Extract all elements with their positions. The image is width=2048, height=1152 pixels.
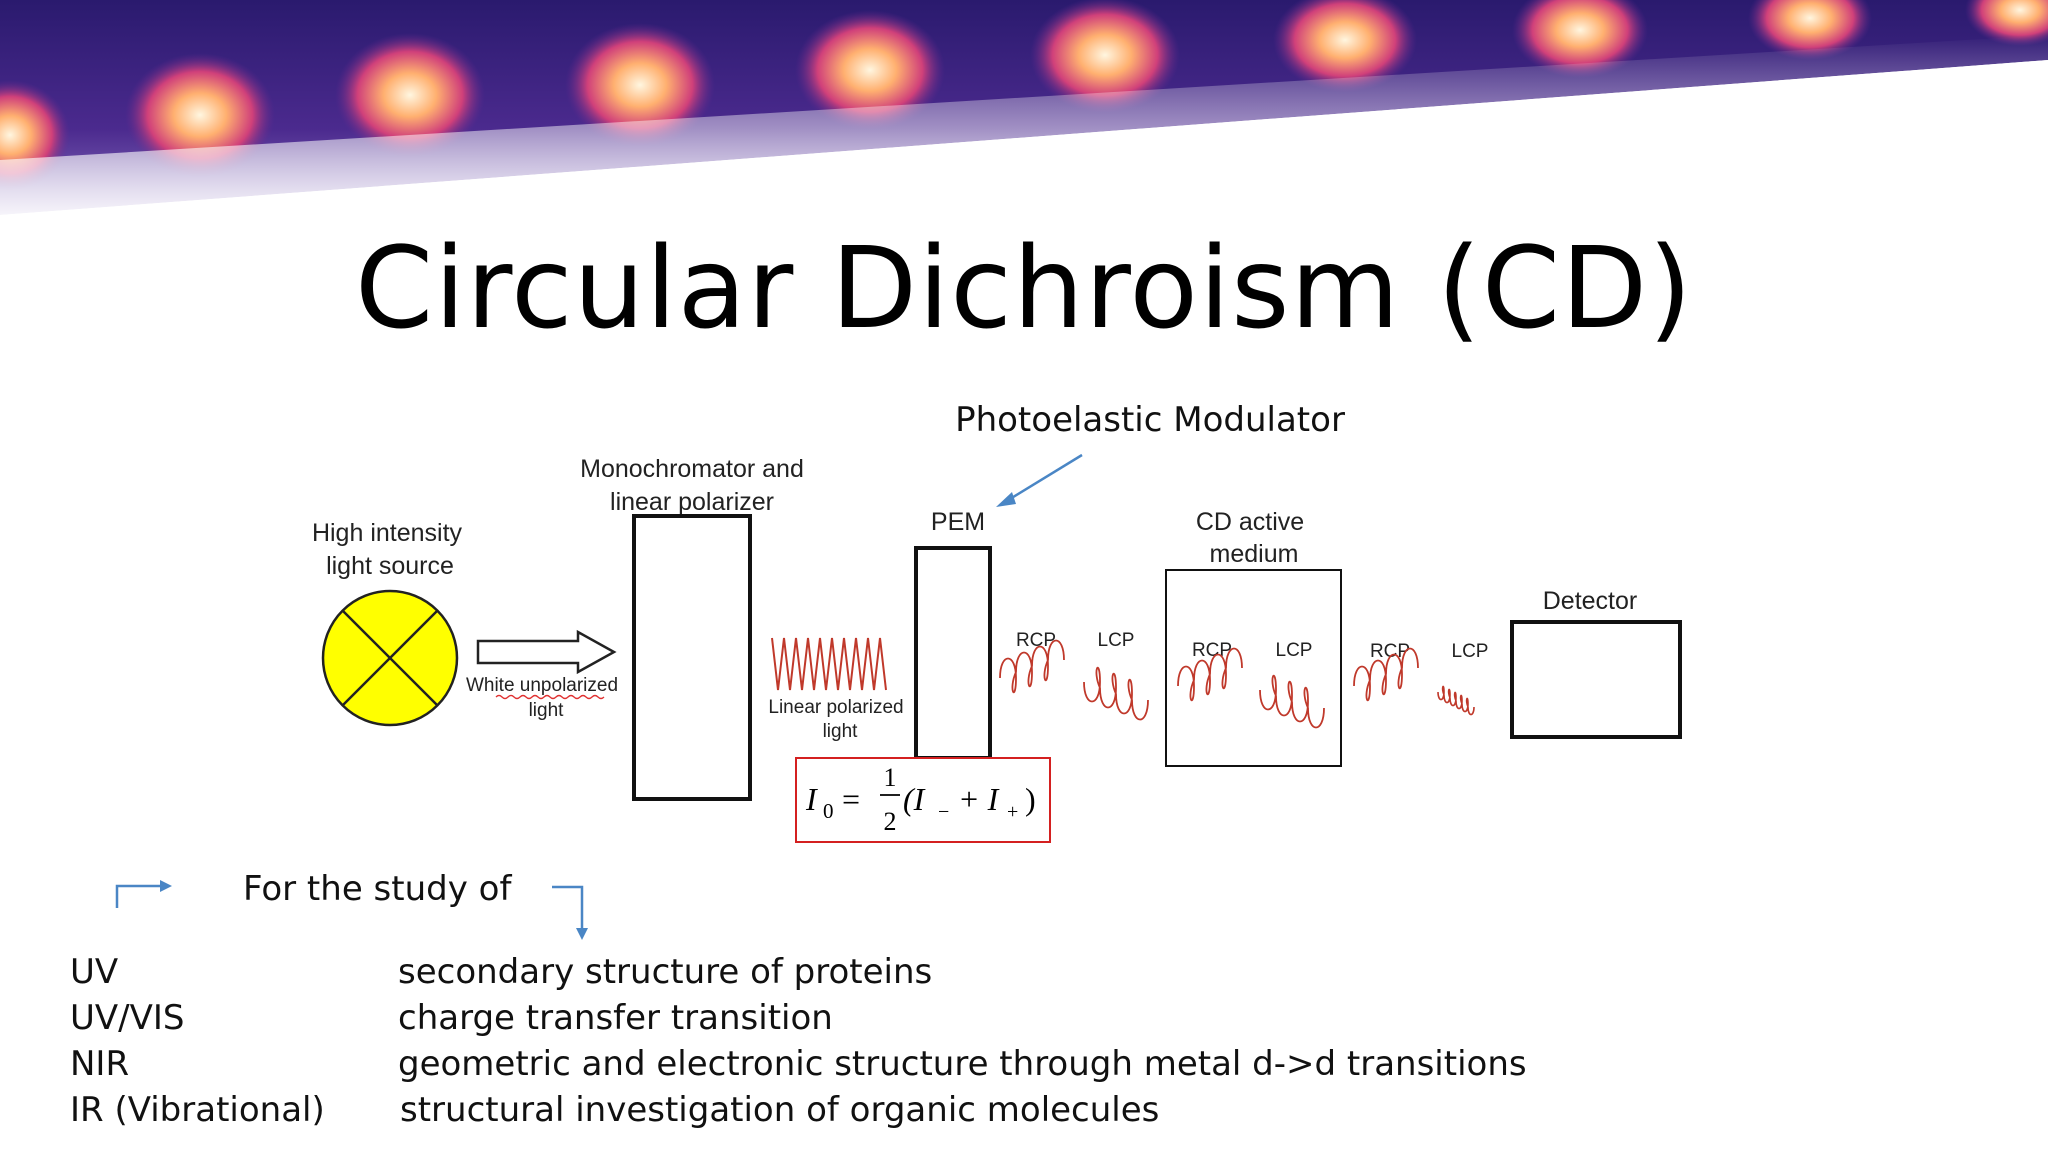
rcp-helix-2	[1177, 647, 1243, 702]
source-label-line1: High intensity	[312, 519, 463, 547]
svg-text:2: 2	[884, 807, 897, 836]
rcp-helix-3	[1353, 647, 1419, 702]
rcp-label-2: RCP	[1192, 640, 1232, 661]
monochromator-box	[632, 514, 752, 801]
region-nir: NIR	[70, 1044, 130, 1084]
intensity-equation: I 0 = 1 2 (I − + I + )	[805, 763, 1036, 836]
lcp-helix-3-small	[1437, 685, 1475, 716]
lcp-helix-1	[1083, 666, 1149, 721]
linear-light-label-line1: Linear polarized	[768, 697, 903, 718]
slide-title: Circular Dichroism (CD)	[355, 224, 1693, 354]
svg-text:+ I: + I	[958, 781, 1000, 817]
cd-medium-label-line2: medium	[1210, 540, 1299, 568]
study-right-arrow	[552, 885, 588, 940]
use-ir: structural investigation of organic mole…	[400, 1090, 1160, 1130]
study-label: For the study of	[243, 869, 512, 909]
svg-text:0: 0	[823, 799, 834, 823]
rcp-label-1: RCP	[1016, 630, 1056, 651]
region-ir: IR (Vibrational)	[70, 1090, 325, 1130]
pem-annotation: Photoelastic Modulator	[955, 400, 1345, 440]
spellcheck-squiggle	[495, 694, 605, 700]
source-label-line2: light source	[326, 552, 454, 580]
detector-box	[1510, 620, 1682, 739]
svg-text:+: +	[1007, 801, 1018, 823]
white-light-label-line2: light	[529, 700, 565, 721]
monochromator-label-line2: linear polarizer	[610, 488, 774, 516]
svg-text:): )	[1025, 781, 1036, 817]
region-uv: UV	[70, 952, 119, 992]
rcp-label-3: RCP	[1370, 641, 1410, 662]
rcp-helix-1	[999, 639, 1065, 694]
pem-box	[914, 546, 992, 760]
lcp-label-1: LCP	[1098, 630, 1135, 651]
svg-text:1: 1	[884, 763, 897, 792]
svg-text:=: =	[842, 781, 860, 817]
annotation-arrow	[996, 453, 1083, 507]
light-source-icon	[321, 589, 459, 727]
detector-label: Detector	[1543, 587, 1637, 615]
linear-polarized-wave	[771, 637, 887, 691]
white-light-label-line1: White unpolarized	[466, 675, 618, 696]
cd-medium-box	[1165, 569, 1342, 767]
region-uv-vis: UV/VIS	[70, 998, 185, 1038]
lcp-label-3: LCP	[1452, 641, 1489, 662]
use-uv-vis: charge transfer transition	[398, 998, 833, 1038]
lcp-label-2: LCP	[1276, 640, 1313, 661]
equation-box	[795, 757, 1051, 843]
lcp-helix-2	[1259, 674, 1325, 729]
study-left-arrow	[115, 880, 172, 908]
linear-light-label-line2: light	[823, 721, 859, 742]
svg-text:(I: (I	[903, 781, 926, 817]
use-uv: secondary structure of proteins	[398, 952, 933, 992]
cd-medium-label-line1: CD active	[1196, 508, 1304, 536]
pem-label: PEM	[931, 508, 985, 536]
use-nir: geometric and electronic structure throu…	[398, 1044, 1527, 1084]
svg-text:I: I	[805, 781, 818, 817]
header-banner-image	[0, 0, 2048, 270]
monochromator-label-line1: Monochromator and	[580, 455, 804, 483]
white-light-arrow	[476, 629, 617, 675]
svg-text:−: −	[938, 801, 949, 823]
